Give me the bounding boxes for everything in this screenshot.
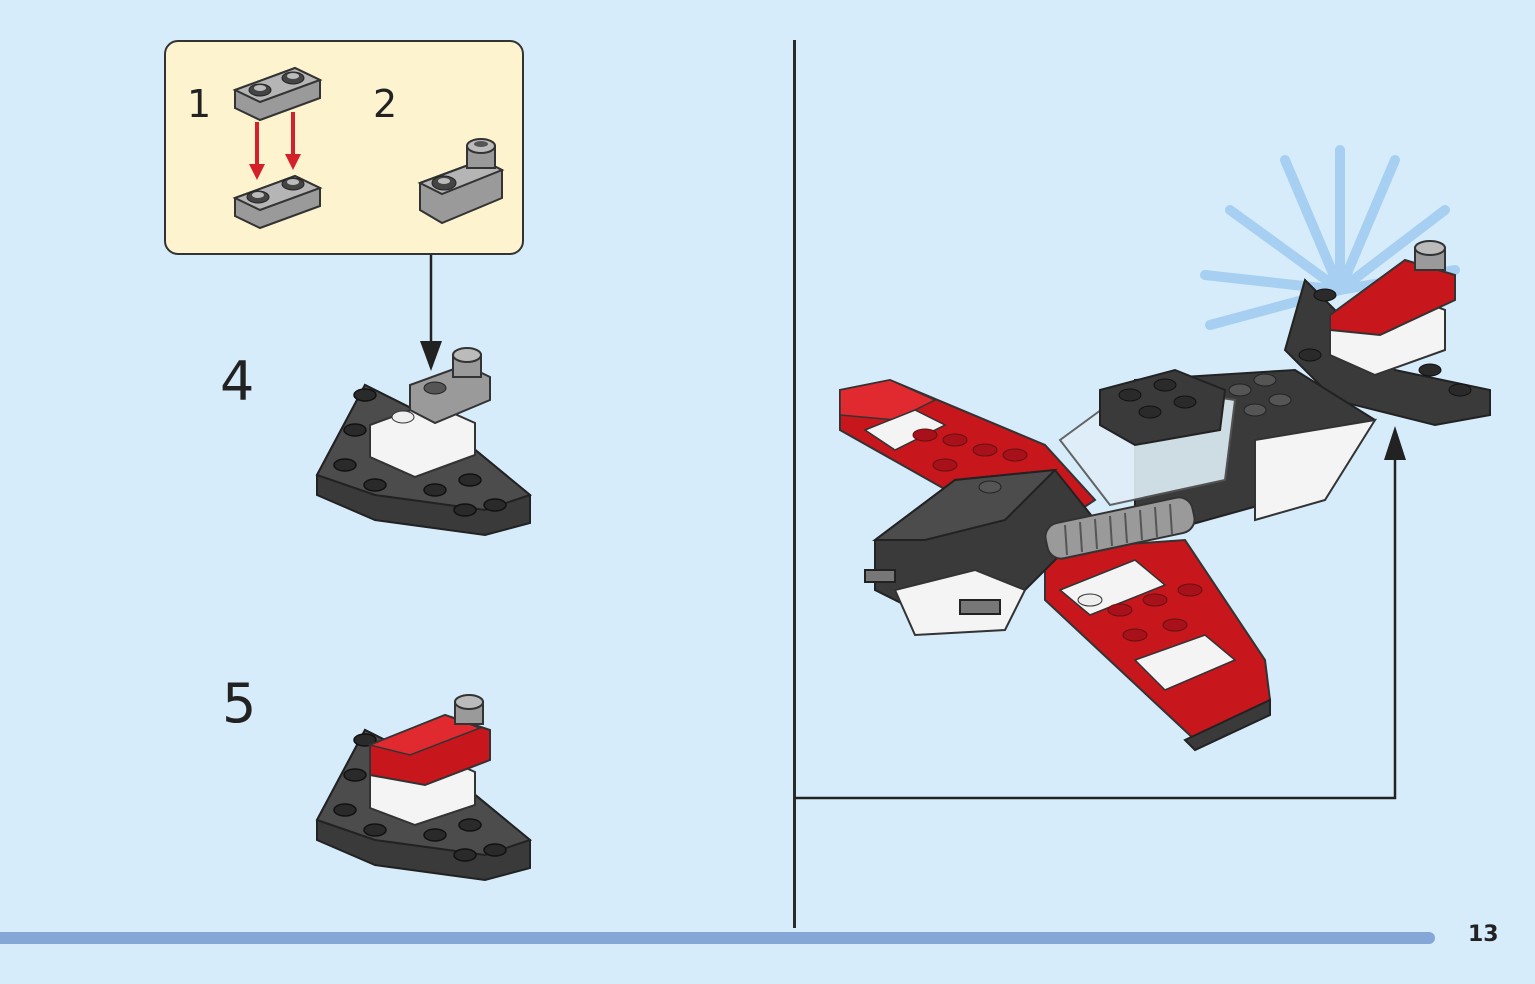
step-5-illustration (315, 694, 533, 882)
page-number: 13 (1468, 922, 1499, 947)
step-4-illustration (315, 347, 533, 537)
step-number-5: 5 (222, 672, 257, 735)
substep-number-2: 2 (373, 82, 398, 126)
burst-highlight-icon (1200, 145, 1460, 330)
assembly-arrow-icon (420, 255, 442, 371)
panel-divider (793, 40, 796, 928)
substep-number-1: 1 (187, 82, 212, 126)
final-airplane-illustration (839, 240, 1491, 752)
substep-callout (164, 40, 524, 255)
page-footer-bar (0, 932, 1435, 944)
assembly-arrow-icon (795, 426, 1406, 800)
substep-2-part-illustration (417, 138, 505, 225)
substep-1-parts-illustration (232, 66, 323, 230)
step-number-4: 4 (220, 350, 255, 413)
